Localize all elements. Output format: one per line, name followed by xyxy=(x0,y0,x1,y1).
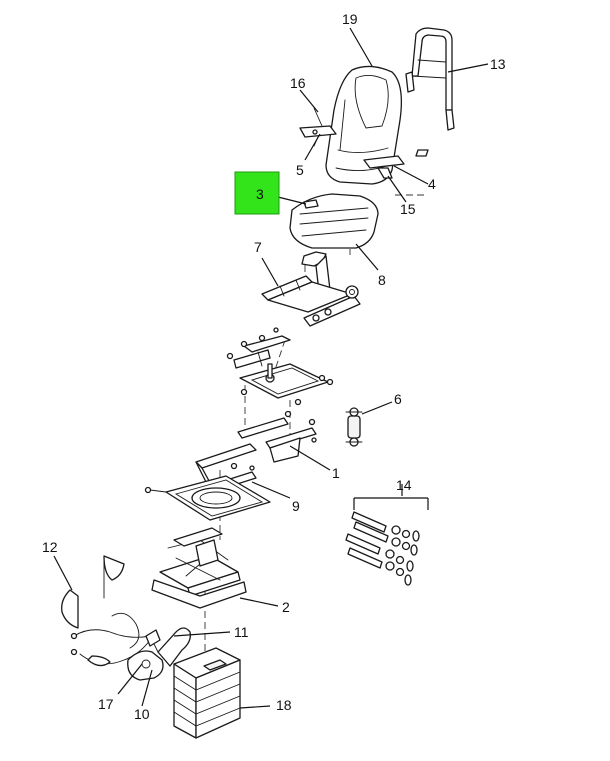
callout-3[interactable]: 3 xyxy=(256,186,264,202)
seat-cushion-part[interactable] xyxy=(289,193,379,249)
callout-14[interactable]: 14 xyxy=(396,477,412,493)
headrest-frame-part[interactable] xyxy=(405,27,455,131)
bellows-boot-part[interactable] xyxy=(173,647,241,739)
callout-2[interactable]: 2 xyxy=(282,599,290,615)
callout-labels: 19 13 16 5 4 15 3 7 8 6 1 14 9 12 2 11 1… xyxy=(42,11,506,722)
callout-10[interactable]: 10 xyxy=(134,706,150,722)
selected-callout-highlight xyxy=(234,171,280,215)
callout-5[interactable]: 5 xyxy=(296,162,304,178)
callout-12[interactable]: 12 xyxy=(42,539,58,555)
bolt-kit-part[interactable] xyxy=(345,511,420,586)
lower-rail-part[interactable] xyxy=(237,410,317,463)
callout-13[interactable]: 13 xyxy=(490,56,506,72)
callout-4[interactable]: 4 xyxy=(428,176,436,192)
callout-9[interactable]: 9 xyxy=(292,498,300,514)
swivel-plate-part[interactable] xyxy=(144,475,271,521)
callout-15[interactable]: 15 xyxy=(400,201,416,217)
release-cable-part[interactable] xyxy=(70,612,151,667)
seat-frame-part[interactable] xyxy=(261,251,361,327)
callout-19[interactable]: 19 xyxy=(342,11,358,27)
seat-back-part[interactable] xyxy=(325,65,403,185)
callout-18[interactable]: 18 xyxy=(276,697,292,713)
right-armrest-part[interactable] xyxy=(363,149,429,179)
callout-11[interactable]: 11 xyxy=(234,624,249,640)
callout-17[interactable]: 17 xyxy=(98,696,114,712)
callout-1[interactable]: 1 xyxy=(332,465,340,481)
suspension-base-part[interactable] xyxy=(151,527,247,609)
upper-bracket-part[interactable] xyxy=(226,327,291,369)
adjustment-lever-part[interactable] xyxy=(127,627,191,681)
callout-7[interactable]: 7 xyxy=(254,239,262,255)
callout-6[interactable]: 6 xyxy=(394,391,402,407)
callout-16[interactable]: 16 xyxy=(290,75,306,91)
left-armrest-part[interactable] xyxy=(299,107,337,147)
shock-absorber-part[interactable] xyxy=(345,407,363,447)
suspension-cover-part[interactable] xyxy=(61,555,125,629)
callout-8[interactable]: 8 xyxy=(378,272,386,288)
adapter-plate-part[interactable] xyxy=(239,363,334,406)
